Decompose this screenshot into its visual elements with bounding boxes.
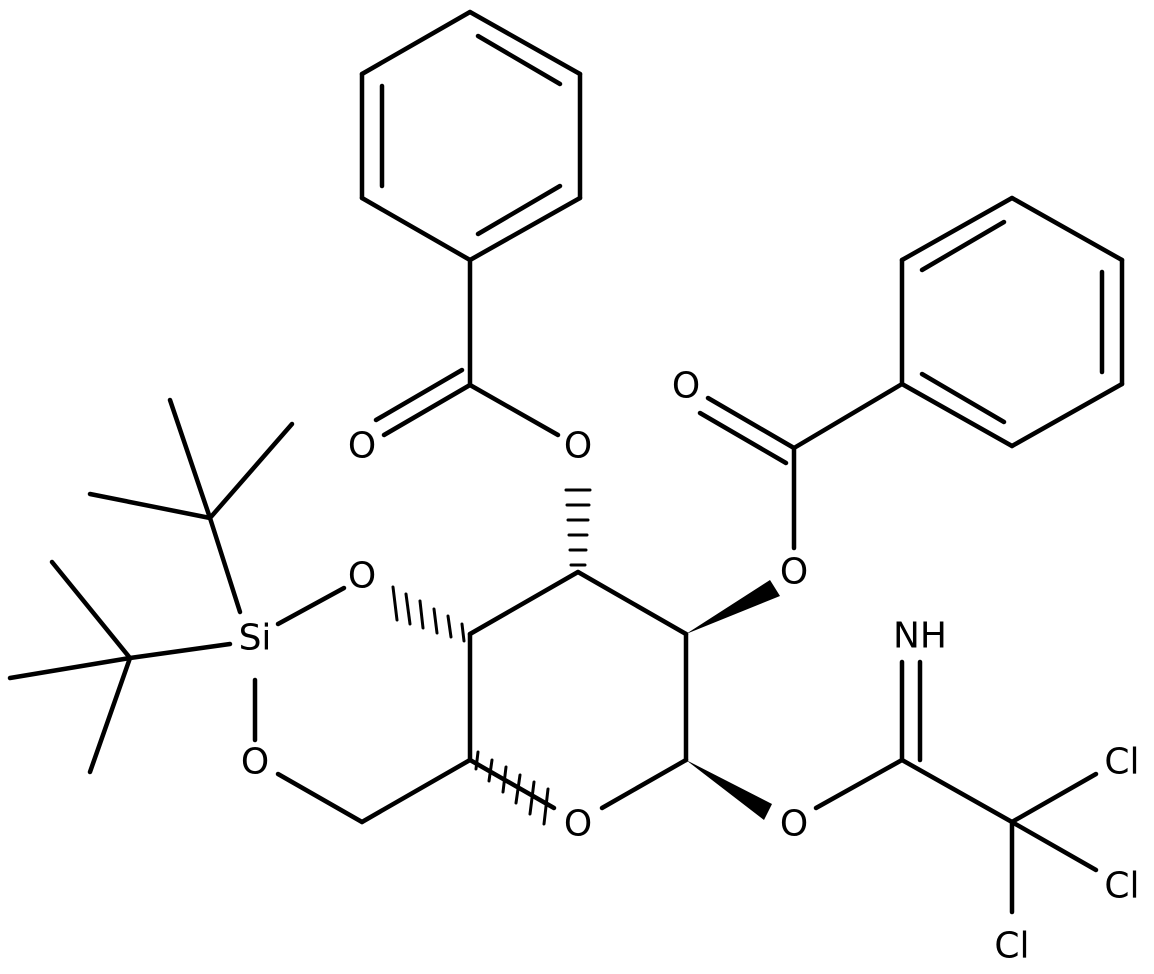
atom-o-ring-si-top: O — [348, 556, 376, 597]
atom-cl-1: Cl — [1104, 742, 1139, 783]
bond-c1-oring — [599, 757, 689, 811]
bond-c5-ch2 — [359, 757, 473, 825]
bond-ccl3-cl1 — [1009, 771, 1099, 825]
benzene-ring-right — [899, 195, 1125, 449]
bond-si-tbu2 — [127, 641, 233, 661]
bond-carbonyl1-ester — [467, 382, 561, 438]
atom-o-anomeric: O — [780, 804, 808, 845]
bond-o-imidate-c — [813, 757, 905, 811]
bond-carbonyl1-double-b — [373, 367, 465, 423]
atom-cl-3: Cl — [994, 926, 1029, 967]
bond-carbonyl2-double-a — [705, 395, 797, 451]
bond-si-o-top — [275, 585, 347, 627]
bond-tbu2-me-c — [87, 655, 133, 775]
atom-o-carbonyl-2: O — [672, 366, 700, 407]
atom-o-pyranose: O — [564, 804, 592, 845]
atom-o-ester-1: O — [564, 426, 592, 467]
wedge-bond-c2-o — [686, 580, 780, 634]
bond-tbu2-me-a — [49, 559, 133, 661]
bond-tbu1-me-c — [87, 491, 213, 521]
atom-nh: NH — [893, 616, 947, 657]
atom-o-ring-si-bottom: O — [241, 742, 269, 783]
atom-o-carbonyl-1: O — [348, 426, 376, 467]
bond-c4-c3 — [467, 569, 581, 637]
hashed-bond-c3-o — [564, 488, 592, 567]
bond-tbu2-me-b — [7, 655, 133, 681]
wedge-bond-c1-o — [686, 760, 772, 820]
atom-cl-2: Cl — [1104, 866, 1139, 907]
hashed-bond-c5 — [474, 750, 550, 826]
benzene-ring-top — [359, 9, 583, 263]
bond-ccl3-cl2 — [1009, 819, 1099, 873]
hashed-bond-c4-o — [391, 585, 466, 643]
bond-si-tbu1 — [207, 515, 243, 615]
bond-c3-c2 — [575, 569, 689, 637]
bond-tbu1-me-b — [207, 421, 295, 521]
bond-carbonyl2-double-b — [697, 410, 789, 466]
bond-tbu1-me-a — [167, 397, 213, 521]
bond-oring-c5 — [467, 757, 557, 811]
bond-ring2-carbonyl — [791, 381, 905, 451]
bond-carbonyl1-double-a — [381, 382, 473, 438]
bond-c-ccl3 — [899, 757, 1015, 825]
atom-o-ester-2: O — [780, 552, 808, 593]
bond-ch2-o — [275, 771, 365, 825]
atom-si: Si — [239, 618, 272, 659]
